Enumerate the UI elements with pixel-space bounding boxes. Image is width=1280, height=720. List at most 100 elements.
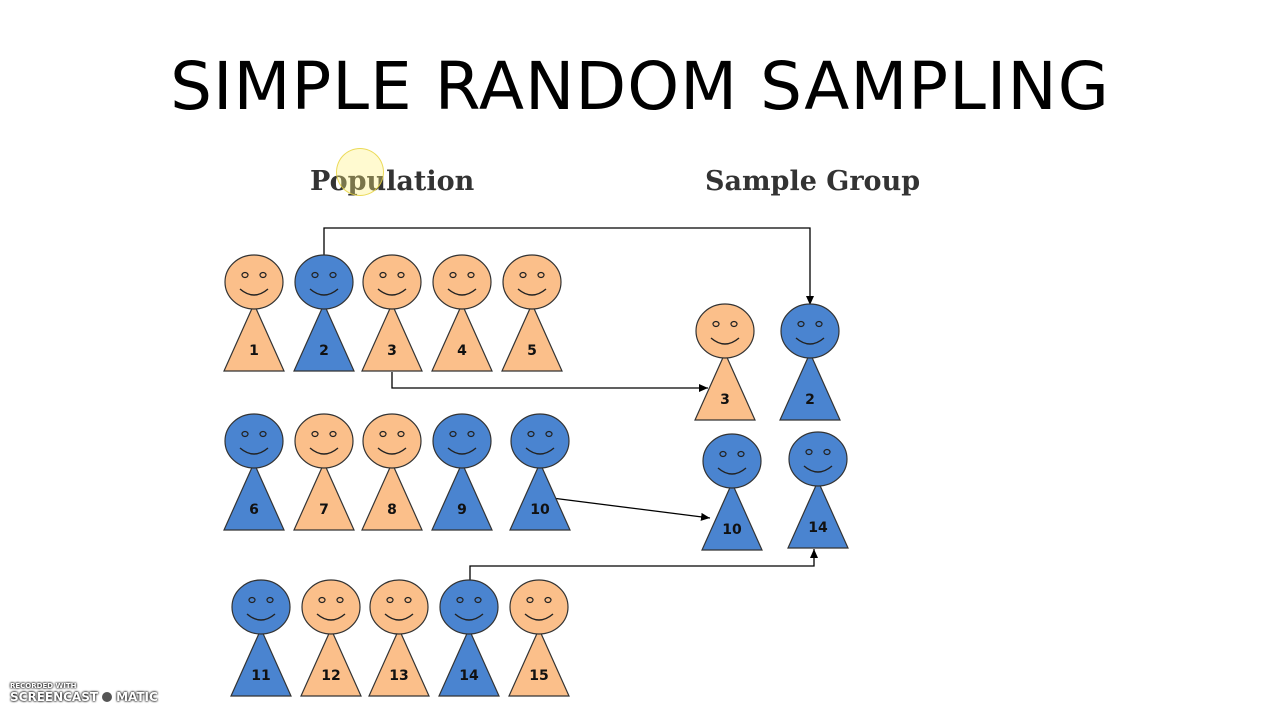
person-head	[224, 413, 284, 469]
population-person-5: 5	[501, 254, 563, 372]
person-smile	[525, 447, 555, 455]
person-body	[779, 351, 841, 421]
person-number: 10	[722, 522, 742, 538]
person-body	[501, 302, 563, 372]
person-smile	[309, 288, 339, 296]
person-smile	[447, 288, 477, 296]
person-head	[788, 431, 848, 487]
watermark-left: SCREENCAST	[10, 690, 99, 704]
population-person-10: 10	[509, 413, 571, 531]
person-eye	[386, 596, 394, 604]
person-eye	[449, 430, 457, 438]
person-head	[294, 254, 354, 310]
person-head	[509, 579, 569, 635]
person-head	[780, 303, 840, 359]
person-number: 10	[530, 502, 550, 518]
sample-person-2: 2	[779, 303, 841, 421]
person-eye	[318, 596, 326, 604]
person-head	[695, 303, 755, 359]
arrow-2-to-sample	[323, 227, 814, 305]
population-person-3: 3	[361, 254, 423, 372]
population-person-8: 8	[361, 413, 423, 531]
person-body	[368, 627, 430, 697]
person-smile	[377, 447, 407, 455]
person-body	[361, 461, 423, 531]
person-body	[223, 461, 285, 531]
cursor-highlight	[336, 148, 384, 196]
person-body	[438, 627, 500, 697]
person-eye	[467, 430, 475, 438]
person-body	[787, 479, 849, 549]
population-person-1: 1	[223, 254, 285, 372]
person-head	[702, 433, 762, 489]
screencast-logo-icon	[100, 690, 115, 704]
person-eye	[797, 320, 805, 328]
person-number: 15	[529, 668, 548, 684]
person-eye	[467, 271, 475, 279]
person-eye	[379, 271, 387, 279]
person-eye	[259, 430, 267, 438]
sample-person-14: 14	[787, 431, 849, 549]
person-number: 5	[527, 343, 537, 359]
person-body	[694, 351, 756, 421]
person-number: 1	[249, 343, 259, 359]
person-body	[508, 627, 570, 697]
sample-person-3: 3	[694, 303, 756, 421]
population-person-11: 11	[230, 579, 292, 697]
person-smile	[717, 467, 747, 475]
sample-person-10: 10	[701, 433, 763, 551]
person-head	[432, 254, 492, 310]
person-head	[510, 413, 570, 469]
person-body	[223, 302, 285, 372]
watermark-right: MATIC	[116, 690, 158, 704]
population-person-13: 13	[368, 579, 430, 697]
person-smile	[316, 613, 346, 621]
person-number: 2	[319, 343, 329, 359]
person-eye	[241, 271, 249, 279]
person-number: 14	[459, 668, 479, 684]
population-person-2: 2	[293, 254, 355, 372]
person-smile	[524, 613, 554, 621]
person-body	[431, 302, 493, 372]
person-body	[293, 302, 355, 372]
person-smile	[454, 613, 484, 621]
person-body	[509, 461, 571, 531]
person-smile	[795, 337, 825, 345]
person-number: 3	[387, 343, 397, 359]
person-eye	[259, 271, 267, 279]
person-eye	[823, 448, 831, 456]
arrow-10-to-sample	[551, 497, 711, 521]
person-number: 6	[249, 502, 259, 518]
person-eye	[449, 271, 457, 279]
person-smile	[239, 447, 269, 455]
population-person-12: 12	[300, 579, 362, 697]
person-smile	[246, 613, 276, 621]
page-title: SIMPLE RANDOM SAMPLING	[170, 48, 1110, 125]
person-smile	[710, 337, 740, 345]
person-eye	[329, 271, 337, 279]
person-number: 7	[319, 502, 329, 518]
person-eye	[241, 430, 249, 438]
population-person-9: 9	[431, 413, 493, 531]
person-number: 4	[457, 343, 467, 359]
person-eye	[815, 320, 823, 328]
person-eye	[379, 430, 387, 438]
population-person-7: 7	[293, 413, 355, 531]
person-eye	[805, 448, 813, 456]
person-eye	[397, 271, 405, 279]
person-smile	[517, 288, 547, 296]
person-eye	[266, 596, 274, 604]
population-person-6: 6	[223, 413, 285, 531]
person-body	[431, 461, 493, 531]
population-person-15: 15	[508, 579, 570, 697]
person-body	[361, 302, 423, 372]
arrow-14-to-sample	[469, 549, 818, 582]
person-head	[301, 579, 361, 635]
person-eye	[537, 271, 545, 279]
population-person-4: 4	[431, 254, 493, 372]
population-person-14: 14	[438, 579, 500, 697]
person-eye	[544, 596, 552, 604]
connector-arrows	[323, 227, 818, 582]
person-number: 8	[387, 502, 397, 518]
person-eye	[519, 271, 527, 279]
